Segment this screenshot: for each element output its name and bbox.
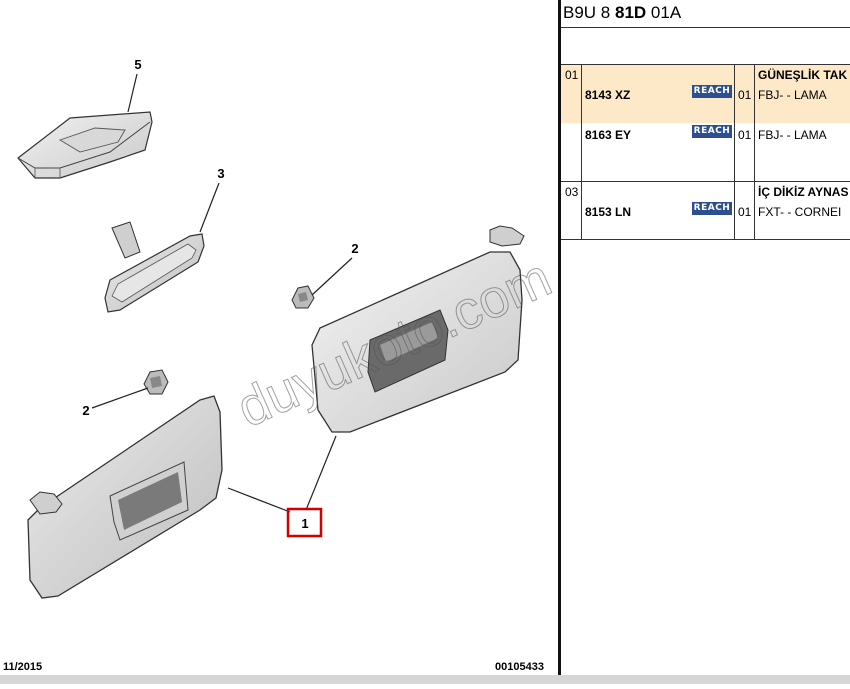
part-qty: 01 [738,88,752,102]
parts-drawing: 5 3 2 2 1 duyukoto.com [17,57,561,599]
group-title: İÇ DİKİZ AYNAS [758,185,849,199]
leader-lines [91,73,353,513]
part-3-mirror[interactable] [104,221,205,313]
group-title: GÜNEŞLİK TAK [758,68,848,82]
part-desc: FXT- - CORNEI [758,205,842,219]
group-index: 01 [565,68,579,82]
reach-badge: REACH [692,85,732,98]
part-ref[interactable]: 8143 XZ [585,88,631,102]
bottom-scrollbar[interactable] [0,675,850,684]
part-2-clip-left[interactable] [143,369,169,395]
part-ref[interactable]: 8153 LN [585,205,632,219]
part-qty: 01 [738,205,752,219]
part-5-console[interactable] [17,111,153,179]
callout-1: 1 [301,516,308,531]
part-desc: FBJ- - LAMA [758,128,827,142]
reach-badge: REACH [692,125,732,138]
group-index: 03 [565,185,579,199]
part-2-clip-right[interactable] [291,285,315,309]
parts-diagram: 5 3 2 2 1 duyukoto.com 11/2015 00105433 [3,57,561,673]
catalog-code: B9U 8 81D 01A [563,3,682,22]
callout-2-left: 2 [82,403,89,418]
parts-list-panel: B9U 8 81D 01A 01 GÜNEŞLİK TAK 8143 XZ RE… [561,0,850,684]
footer-code: 00105433 [495,661,544,673]
part-qty: 01 [738,128,752,142]
footer-date: 11/2015 [3,661,43,673]
part-1-visor-right[interactable] [311,225,525,433]
panel-divider [558,0,561,684]
callout-3: 3 [217,166,224,181]
reach-badge: REACH [692,202,732,215]
callout-5: 5 [134,57,141,72]
part-desc: FBJ- - LAMA [758,88,827,102]
callout-2-right: 2 [351,241,358,256]
part-1-visor-left[interactable] [27,395,223,599]
callout-1-box[interactable] [286,507,323,538]
part-ref[interactable]: 8163 EY [585,128,632,142]
